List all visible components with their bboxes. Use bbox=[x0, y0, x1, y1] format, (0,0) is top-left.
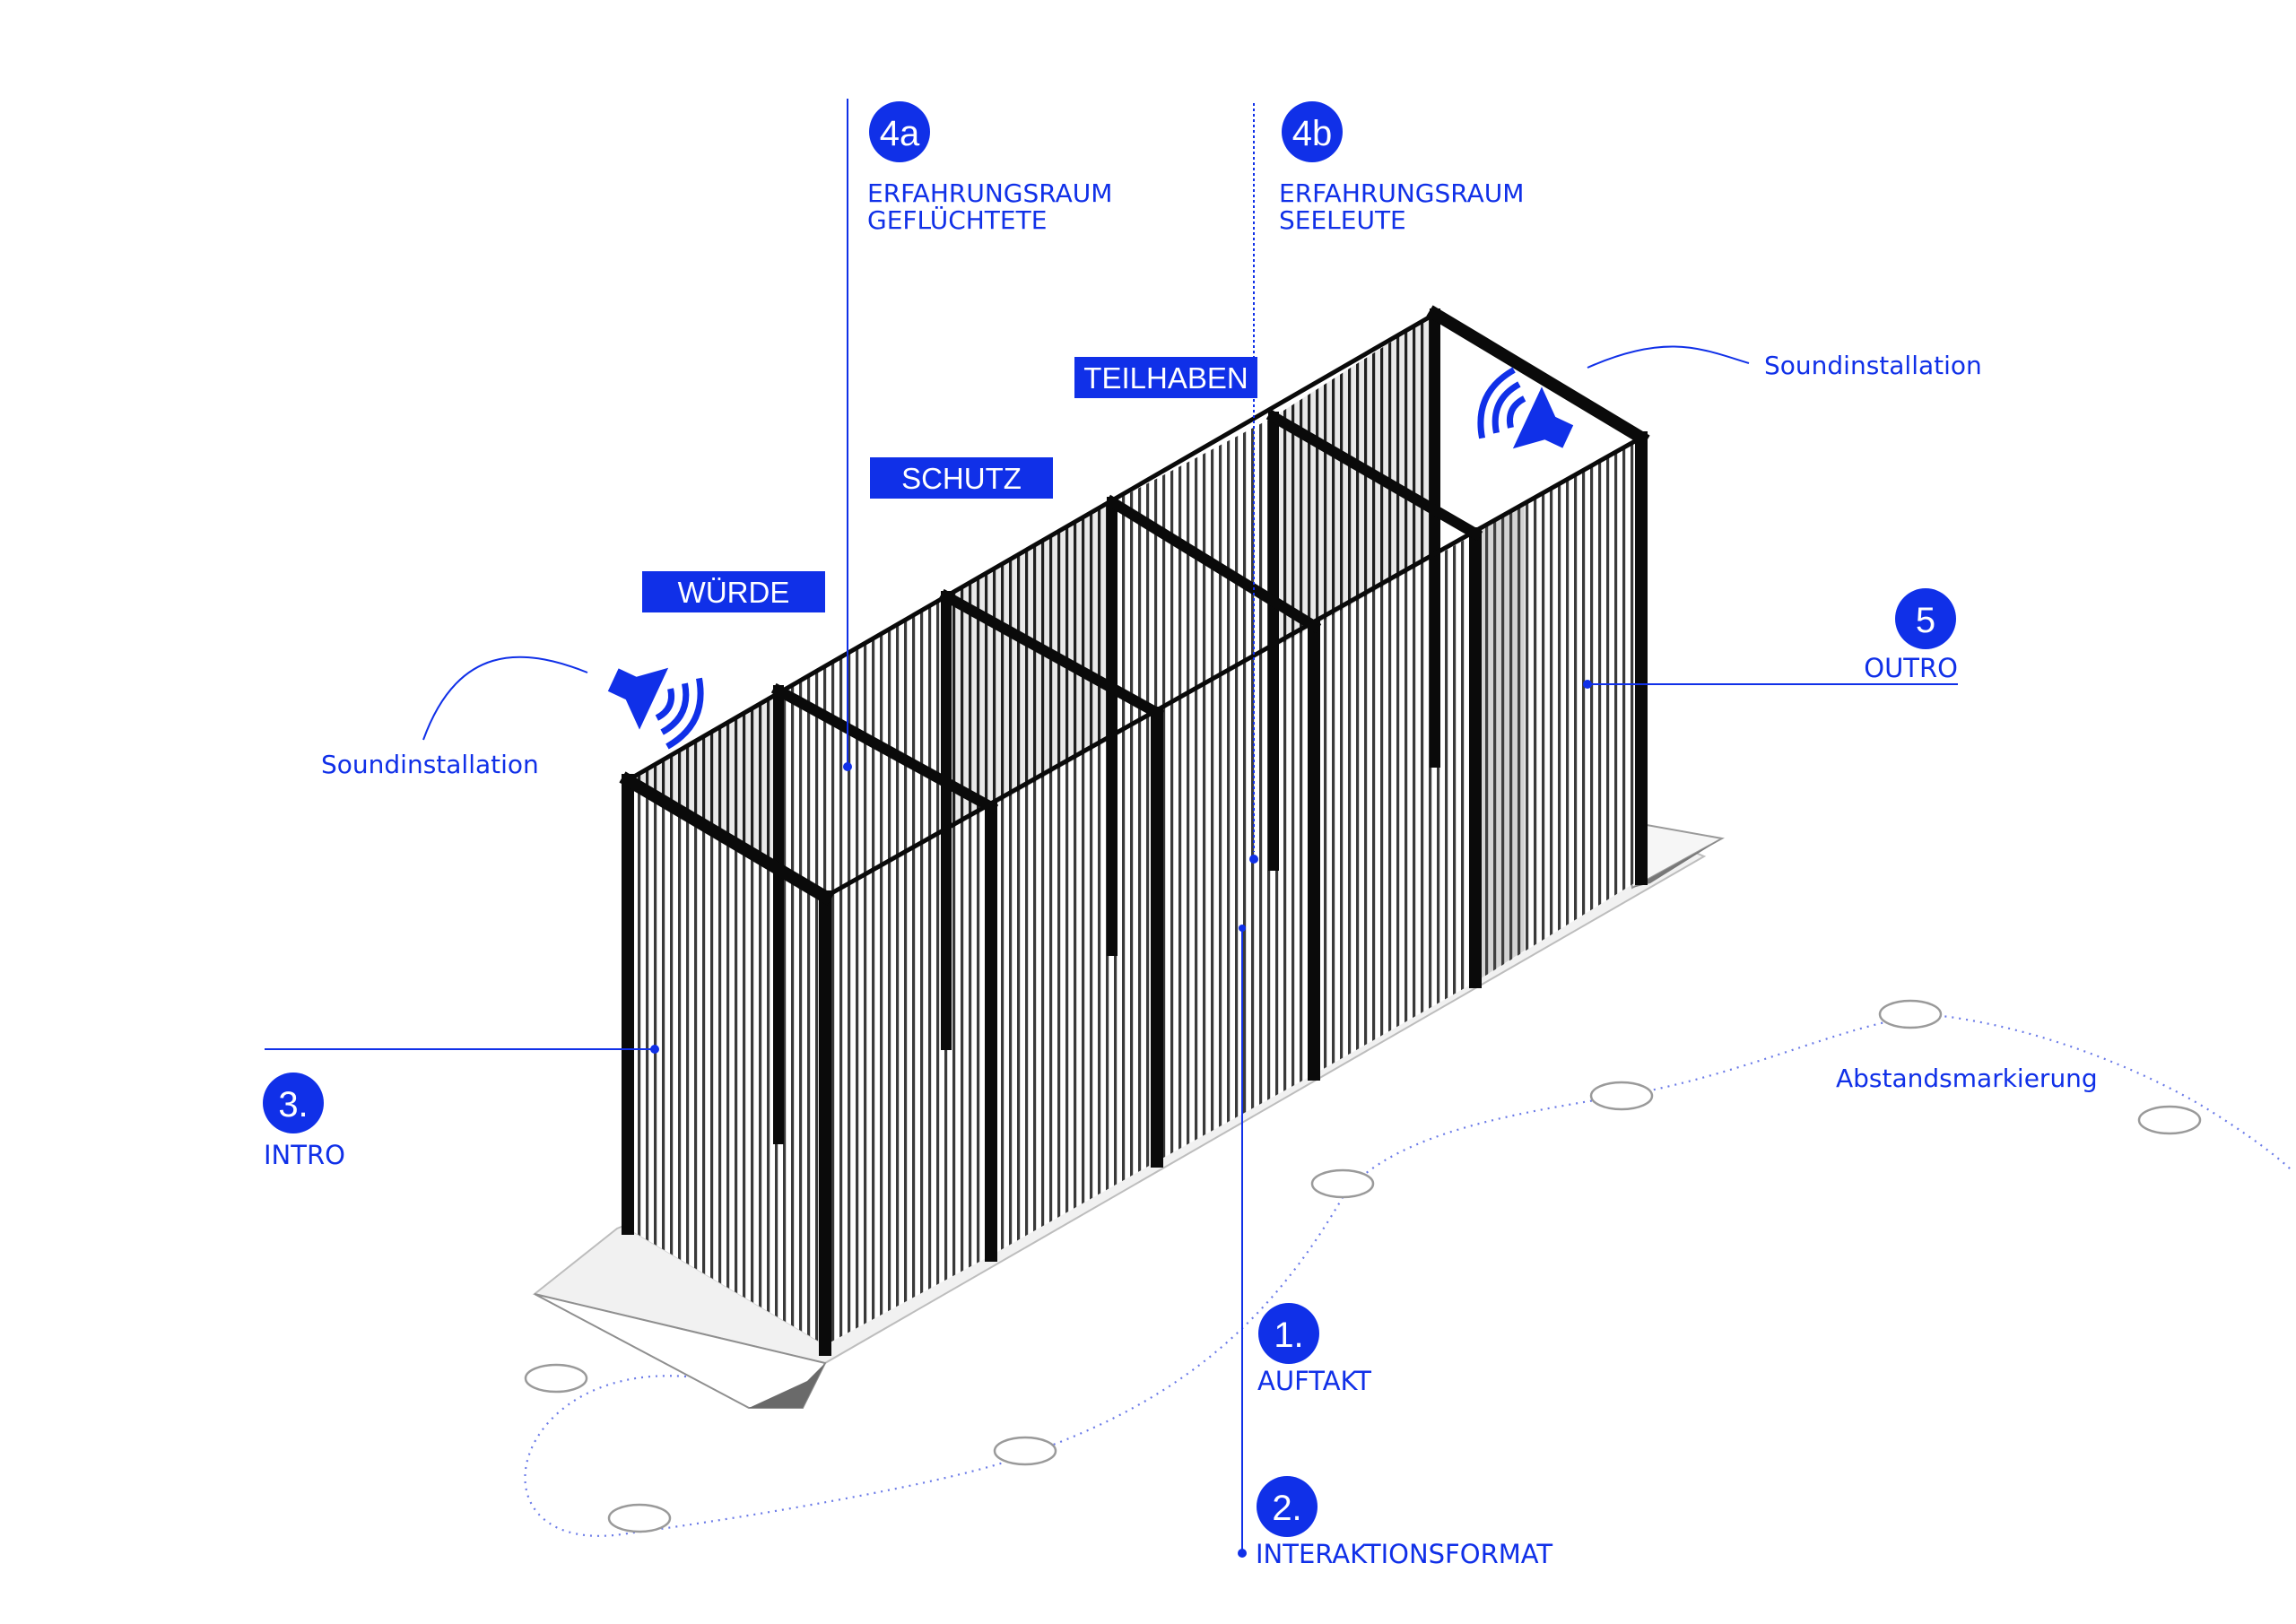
distance-marker bbox=[993, 1436, 1057, 1466]
label-distance-markers: Abstandsmarkierung bbox=[1836, 1064, 2098, 1093]
label-outro: OUTRO bbox=[1864, 653, 1958, 683]
svg-text:4a: 4a bbox=[880, 114, 920, 153]
svg-text:WÜRDE: WÜRDE bbox=[678, 576, 790, 609]
label-auftakt: AUFTAKT bbox=[1257, 1366, 1371, 1396]
tag-teilhaben: TEILHABEN bbox=[1074, 357, 1257, 398]
distance-marker bbox=[2137, 1105, 2202, 1135]
distance-markers bbox=[524, 999, 2202, 1533]
svg-text:TEILHABEN: TEILHABEN bbox=[1083, 361, 1248, 395]
svg-text:SCHUTZ: SCHUTZ bbox=[901, 462, 1022, 495]
distance-marker bbox=[1878, 999, 1943, 1029]
label-interaktion: INTERAKTIONSFORMAT bbox=[1256, 1539, 1552, 1569]
badge-auftakt: 1. bbox=[1258, 1303, 1319, 1364]
distance-marker bbox=[1589, 1081, 1654, 1111]
speaker-icon bbox=[607, 667, 704, 750]
frame bbox=[619, 305, 1650, 1356]
badge-intro: 3. bbox=[263, 1073, 324, 1133]
tag-schutz: SCHUTZ bbox=[870, 457, 1053, 499]
svg-text:2.: 2. bbox=[1272, 1489, 1301, 1528]
badge-room-a: 4a bbox=[869, 101, 930, 162]
label-sound-right: Soundinstallation bbox=[1764, 351, 1982, 380]
badge-interaktion: 2. bbox=[1257, 1476, 1318, 1537]
label-sound-left: Soundinstallation bbox=[321, 750, 539, 779]
leader-dots bbox=[650, 680, 1592, 1558]
svg-text:4b: 4b bbox=[1292, 114, 1333, 153]
label-room-b-line1: ERFAHRUNGSRAUM bbox=[1279, 178, 1524, 208]
svg-text:5: 5 bbox=[1916, 601, 1935, 640]
speaker-icon bbox=[1477, 367, 1574, 449]
label-room-b-line2: SEELEUTE bbox=[1279, 205, 1406, 235]
label-room-a-line2: GEFLÜCHTETE bbox=[867, 204, 1047, 235]
distance-marker bbox=[607, 1503, 672, 1533]
svg-text:1.: 1. bbox=[1274, 1316, 1303, 1355]
label-room-a-line1: ERFAHRUNGSRAUM bbox=[867, 178, 1112, 208]
label-intro: INTRO bbox=[264, 1140, 345, 1170]
leader-lines bbox=[265, 99, 1958, 1551]
badge-room-b: 4b bbox=[1282, 101, 1343, 162]
tag-wuerde: WÜRDE bbox=[642, 571, 825, 612]
svg-text:3.: 3. bbox=[278, 1085, 308, 1125]
badge-outro: 5 bbox=[1895, 588, 1956, 649]
distance-marker bbox=[524, 1363, 588, 1394]
distance-marker bbox=[1310, 1168, 1375, 1199]
